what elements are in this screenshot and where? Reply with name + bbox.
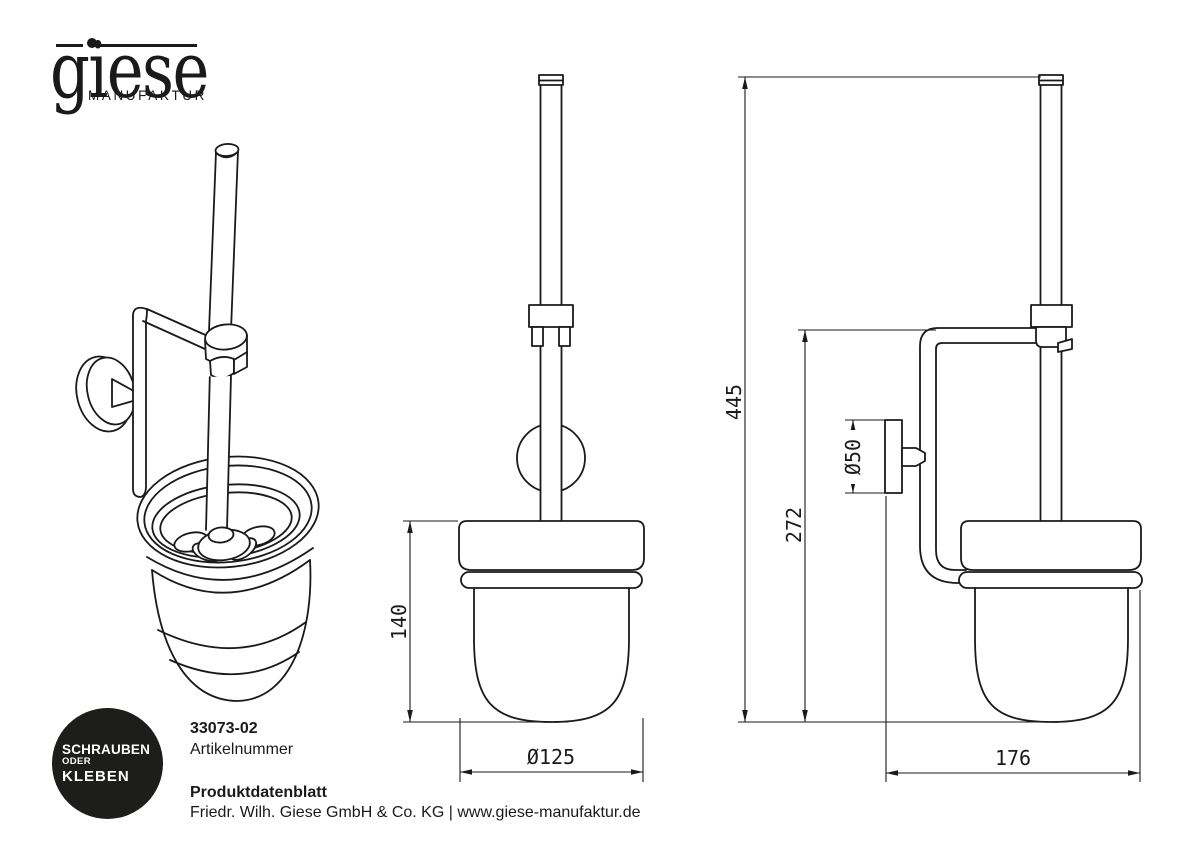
article-number-label: Artikelnummer xyxy=(190,741,294,758)
dimension-mount-height-label: 272 xyxy=(782,507,806,543)
dimension-total-height-445: 445 xyxy=(722,76,1058,723)
badge-line-kleben: KLEBEN xyxy=(62,768,130,786)
dimension-rosette-label: Ø50 xyxy=(841,439,865,475)
article-number: 33073-02 xyxy=(190,720,258,737)
dimension-mount-height-272: 272 xyxy=(782,329,936,722)
wall-rosette-perspective xyxy=(75,355,137,433)
dimension-depth-label: 176 xyxy=(995,746,1031,770)
bowl-side xyxy=(958,520,1143,723)
support-arm-side xyxy=(919,327,1037,584)
logo-rule-right xyxy=(100,44,197,47)
dimension-total-height-label: 445 xyxy=(722,384,746,420)
logo-rule-left xyxy=(56,44,83,47)
wall-bar-perspective xyxy=(132,306,150,498)
wall-rosette-side xyxy=(884,419,926,494)
brush-rod-side xyxy=(1038,74,1064,521)
side-view: 445 272 Ø50 xyxy=(722,74,1143,782)
brush-head-perspective xyxy=(173,375,276,563)
company-line: Friedr. Wilh. Giese GmbH & Co. KG | www.… xyxy=(190,804,641,821)
dimension-diameter-label: Ø125 xyxy=(527,745,575,769)
brand-logo: giese MANUFAKTUR xyxy=(40,14,260,114)
brand-wordmark: giese xyxy=(50,26,209,116)
brush-rod-front xyxy=(538,74,564,521)
brush-rod-perspective xyxy=(208,143,240,332)
badge-line-oder: ODER xyxy=(62,756,92,768)
dimension-height-label: 140 xyxy=(387,604,411,640)
collar-perspective xyxy=(204,323,248,379)
dimension-rosette-50: Ø50 xyxy=(841,419,887,494)
datasheet-title: Produktdatenblatt xyxy=(190,784,327,801)
collar-front xyxy=(528,304,574,347)
logo-i-dot xyxy=(87,38,97,48)
dimension-height-140: 140 xyxy=(387,520,568,723)
bowl-front xyxy=(458,520,645,723)
mounting-badge: SCHRAUBEN ODER KLEBEN xyxy=(52,708,163,819)
support-arm-perspective xyxy=(142,308,211,350)
perspective-view xyxy=(75,143,320,702)
badge-line-schrauben: SCHRAUBEN xyxy=(62,741,151,757)
dimension-diameter-125: Ø125 xyxy=(459,718,644,782)
dimension-depth-176: 176 xyxy=(885,496,1141,782)
brand-subtitle: MANUFAKTUR xyxy=(88,88,208,103)
front-view: 140 Ø125 xyxy=(387,74,645,782)
collar-side xyxy=(1030,304,1073,353)
